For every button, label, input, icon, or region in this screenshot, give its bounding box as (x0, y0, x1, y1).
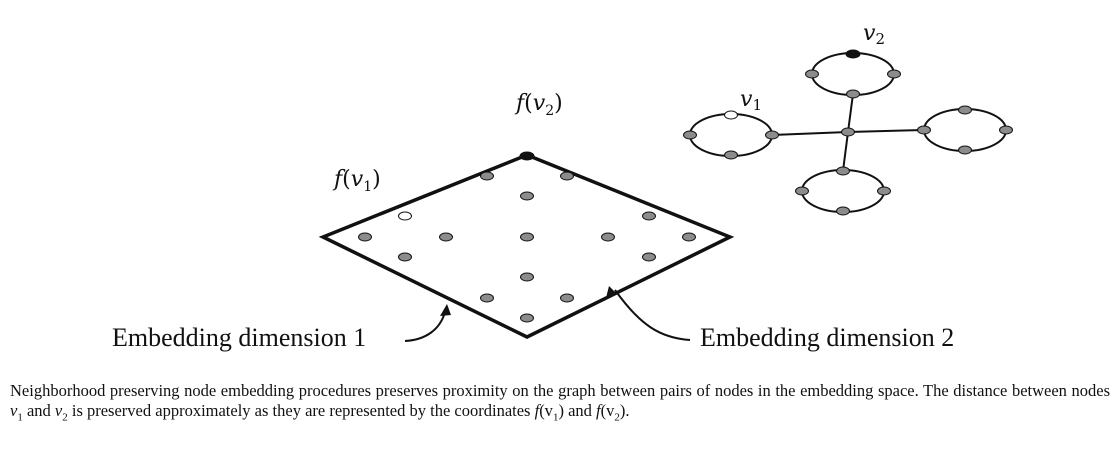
graph-node (999, 125, 1013, 135)
label-embedding-dimension-1: Embedding dimension 1 (112, 323, 366, 352)
embedded-node (520, 232, 534, 242)
embedded-node-v1 (398, 211, 412, 221)
graph-node-v1 (724, 110, 738, 120)
caption-f2-sub: 2 (614, 411, 620, 424)
embedded-node (682, 232, 696, 242)
caption-f1-open: (v (539, 401, 553, 420)
label-f-v1: f(v1) (332, 167, 381, 195)
graph-center-node (841, 127, 855, 137)
caption-text-2: is preserved approximately as they are r… (67, 401, 535, 420)
caption-f2: f (596, 401, 601, 420)
embedded-node (480, 293, 494, 303)
dimension-1-pointer (404, 311, 446, 342)
embedded-node (520, 272, 534, 282)
label-embedding-dimension-2: Embedding dimension 2 (700, 323, 954, 352)
graph-node (958, 105, 972, 115)
label-v2: v2 (863, 21, 885, 48)
graph-node (805, 69, 819, 79)
embedded-node-v2 (519, 151, 535, 161)
embedded-node (560, 171, 574, 181)
graph-node (877, 186, 891, 196)
embedding-nodes (358, 151, 696, 323)
embedded-node (642, 252, 656, 262)
graph-node (724, 150, 738, 160)
graph-node-v2 (845, 49, 861, 59)
caption-f2-open: (v (600, 401, 615, 420)
graph-node (836, 206, 850, 216)
label-v1: v1 (740, 87, 762, 114)
graph-node (765, 130, 779, 140)
graph-node (958, 145, 972, 155)
embedded-node (358, 232, 372, 242)
embedded-node (520, 191, 534, 201)
embedding-diagram: f(v1) f(v2) Embedding dimension 1 Embedd… (112, 21, 1013, 352)
graph-node (887, 69, 901, 79)
figure-caption: Neighborhood preserving node embedding p… (10, 381, 1110, 424)
caption-v1: v (10, 401, 18, 420)
caption-f1-sub: 1 (552, 411, 559, 424)
caption-text-1: Neighborhood preserving node embedding p… (10, 381, 1110, 400)
embedded-node (398, 252, 412, 262)
graph-node (917, 125, 931, 135)
caption-end: . (625, 401, 630, 420)
dimension-2-pointer (614, 289, 691, 341)
graph-node (836, 166, 850, 176)
caption-v2-sub: 2 (62, 411, 68, 424)
caption-and-2: and (563, 401, 597, 420)
graph-nodes (683, 49, 1013, 216)
graph-node (795, 186, 809, 196)
caption-f1-close: ) (558, 401, 564, 420)
caption-f1: f (534, 401, 540, 420)
graph-node (683, 130, 697, 140)
embedded-node (642, 211, 656, 221)
embedded-node (520, 313, 534, 323)
caption-f2-close: ) (619, 401, 626, 420)
dimension-2-arrowhead (606, 286, 617, 298)
embedded-node (480, 171, 494, 181)
embedded-node (439, 232, 453, 242)
embedded-node (601, 232, 615, 242)
caption-and-1: and (22, 401, 55, 420)
caption-v1-sub: 1 (17, 411, 23, 424)
caption-v2: v (54, 401, 63, 420)
graph-node (846, 89, 860, 99)
label-f-v2: f(v2) (514, 91, 563, 119)
dimension-1-arrowhead (440, 304, 451, 316)
embedding-space-square (318, 153, 735, 339)
embedded-node (560, 293, 574, 303)
